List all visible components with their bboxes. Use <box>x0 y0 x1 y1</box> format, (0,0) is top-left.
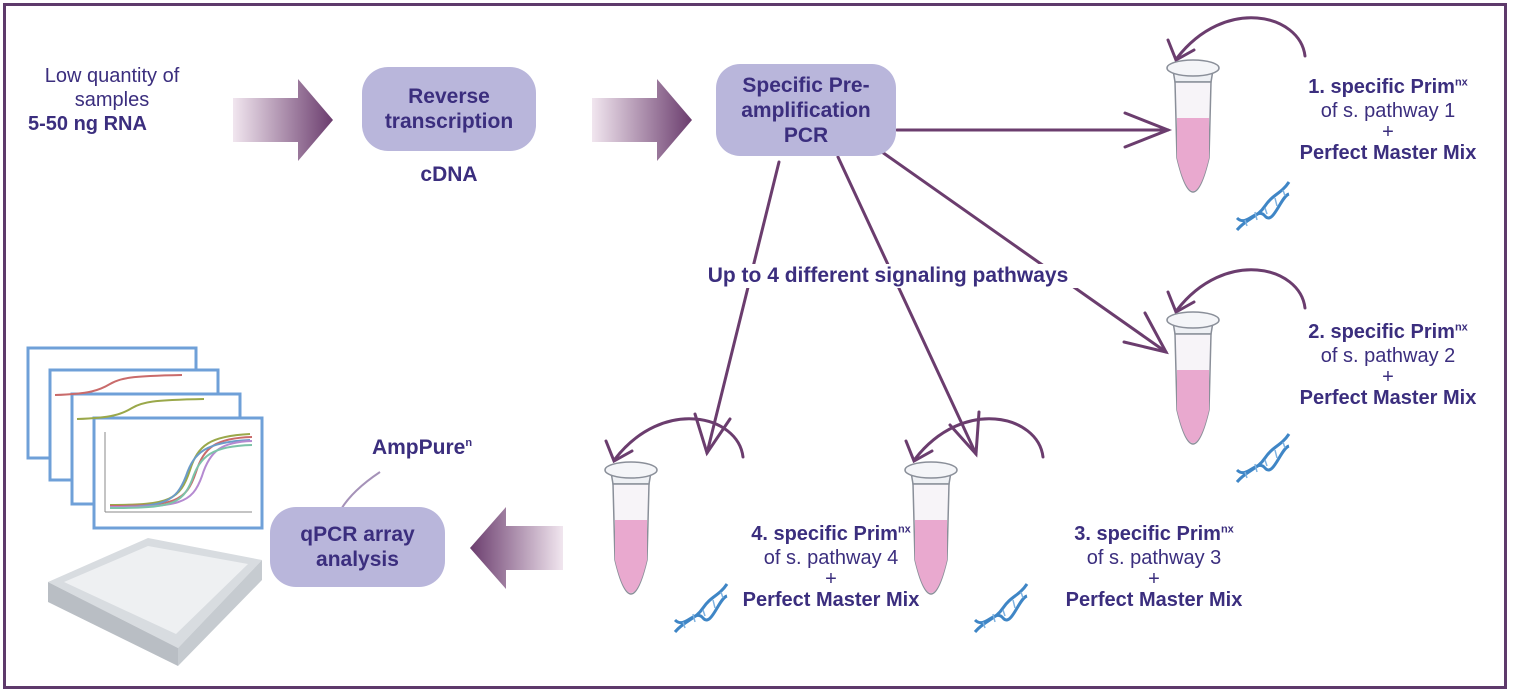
tube-icon-2 <box>1166 311 1291 483</box>
input-line-2: samples <box>74 89 150 111</box>
loop-arrowhead-4 <box>604 439 634 464</box>
pathway-3-label: 3. specific Primnx of s. pathway 3 + Per… <box>1034 522 1274 612</box>
diagram-frame <box>3 3 1507 689</box>
arrow-rt-to-preamp <box>592 79 692 161</box>
qpcr-line-2: analysis <box>316 548 399 571</box>
pathway-1-label: 1. specific Primnx of s. pathway 1 + Per… <box>1268 75 1508 165</box>
ampure-text: AmpPure <box>371 436 466 459</box>
arrowhead-pathway-2 <box>1122 311 1169 355</box>
pathway-3-sup: nx <box>1220 523 1234 536</box>
preamp-line-1: Specific Pre- <box>742 73 870 97</box>
preamp-line-3: PCR <box>783 123 829 147</box>
loop-arrow-2 <box>1175 268 1307 312</box>
well-plate-icon <box>48 538 262 666</box>
tube-icon-4 <box>604 461 729 633</box>
arrowhead-pathway-4 <box>693 412 732 457</box>
input-amount: 5-50 ng RNA <box>28 113 147 135</box>
arrow-to-pathway-4 <box>705 160 781 455</box>
loop-arrow-4 <box>613 417 745 461</box>
loop-arrow-1 <box>1175 16 1307 60</box>
pathway-1-title: 1. specific Prim <box>1308 76 1455 98</box>
pathway-2-label: 2. specific Primnx of s. pathway 2 + Per… <box>1268 320 1508 410</box>
pathway-3-title: 3. specific Prim <box>1074 523 1221 545</box>
pathway-1-plus: + <box>1382 121 1394 143</box>
tube-icon-3 <box>904 461 1029 633</box>
pathway-1-mix: Perfect Master Mix <box>1299 142 1477 164</box>
preamp-line-2: amplification <box>741 98 871 122</box>
input-label: Low quantity of samples 5-50 ng RNA <box>22 64 202 136</box>
pathway-4-sub: of s. pathway 4 <box>763 547 899 569</box>
rt-line-1: Reverse <box>408 85 490 108</box>
pathway-3-sub: of s. pathway 3 <box>1086 547 1222 569</box>
pathway-4-label: 4. specific Primnx of s. pathway 4 + Per… <box>711 522 951 612</box>
qpcr-analysis-box: qPCR array analysis <box>270 507 445 587</box>
pathway-3-mix: Perfect Master Mix <box>1065 589 1243 611</box>
pathway-2-mix: Perfect Master Mix <box>1299 387 1477 409</box>
pathway-1-sup: nx <box>1454 76 1468 89</box>
ampure-label: AmpPuren <box>357 436 487 460</box>
pathway-2-plus: + <box>1382 366 1394 388</box>
tube-icon-1 <box>1166 59 1291 231</box>
arrowhead-pathway-1 <box>1123 111 1173 149</box>
pathway-4-mix: Perfect Master Mix <box>742 589 920 611</box>
loop-arrowhead-1 <box>1166 38 1196 63</box>
pathway-2-sup: nx <box>1454 321 1468 334</box>
pathway-4-title: 4. specific Prim <box>751 523 898 545</box>
pathway-4-plus: + <box>825 568 837 590</box>
pathway-2-sub: of s. pathway 2 <box>1320 345 1456 367</box>
loop-arrow-3 <box>913 417 1045 461</box>
pathway-3-plus: + <box>1148 568 1160 590</box>
pathway-1-sub: of s. pathway 1 <box>1320 100 1456 122</box>
pathways-label: Up to 4 different signaling pathways <box>688 264 1088 288</box>
cdna-label: cDNA <box>420 163 478 186</box>
arrow-to-pathway-3 <box>836 155 978 456</box>
input-line-1: Low quantity of <box>44 65 180 87</box>
reverse-transcription-box: Reverse transcription <box>362 67 536 151</box>
arrow-to-pathway-2 <box>880 150 1168 354</box>
arrow-samples-to-rt <box>233 79 333 161</box>
ampure-sup: n <box>465 437 473 449</box>
qpcr-plots-icon <box>26 346 264 530</box>
loop-arrowhead-3 <box>904 439 934 464</box>
preamp-box: Specific Pre- amplification PCR <box>716 64 896 156</box>
pathway-2-title: 2. specific Prim <box>1308 321 1455 343</box>
rt-line-2: transcription <box>384 110 514 133</box>
pathway-4-sup: nx <box>897 523 911 536</box>
arrowhead-pathway-3 <box>948 410 981 458</box>
arrow-purify-to-qpcr <box>470 507 563 589</box>
qpcr-line-1: qPCR array <box>300 523 415 546</box>
loop-arrowhead-2 <box>1166 290 1196 315</box>
